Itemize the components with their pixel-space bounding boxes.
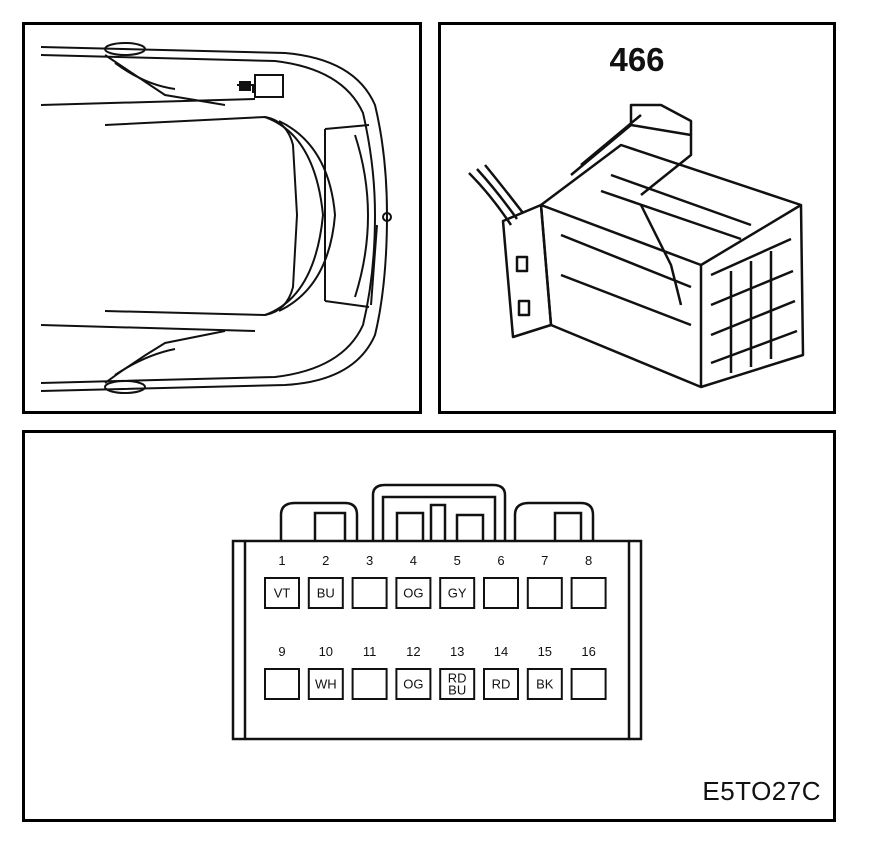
pin-number: 2 xyxy=(322,553,329,568)
figure-code: E5TO27C xyxy=(702,776,821,806)
pin-cavity xyxy=(570,668,607,700)
pin-cavity xyxy=(264,668,300,700)
pin-number: 13 xyxy=(450,644,464,659)
connector-3d-drawing xyxy=(468,103,805,389)
pin-wire-color: VT xyxy=(274,586,291,601)
pin-cavity xyxy=(439,577,476,609)
pin-number: 15 xyxy=(538,644,552,659)
pin-wire-color: BK xyxy=(536,677,554,692)
pin-wire-color: WH xyxy=(315,677,337,692)
pin-cavity xyxy=(483,668,519,700)
pin-cavity xyxy=(483,577,519,609)
pin-wire-color: GY xyxy=(448,586,467,601)
pin-number: 14 xyxy=(494,644,508,659)
pin-cavity xyxy=(395,577,432,609)
vehicle-top-view-drawing xyxy=(40,42,392,394)
pin-cavity xyxy=(351,577,388,609)
pin-cavity xyxy=(264,577,300,609)
pin-number: 16 xyxy=(581,644,595,659)
pin-wire-color: RD xyxy=(492,677,511,692)
pin-number: 12 xyxy=(406,644,420,659)
pin-cavity xyxy=(351,668,388,700)
pin-number: 4 xyxy=(410,553,417,568)
pin-cavity xyxy=(526,668,563,700)
pin-wire-color: BU xyxy=(448,683,466,698)
pin-cavity xyxy=(307,668,344,700)
pin-wire-color: RD xyxy=(448,671,467,686)
pin-number: 3 xyxy=(366,553,373,568)
pin-number: 7 xyxy=(541,553,548,568)
pin-wire-color: BU xyxy=(317,586,335,601)
pin-number: 5 xyxy=(454,553,461,568)
pin-number: 11 xyxy=(363,644,377,659)
vehicle-location-panel xyxy=(22,22,422,414)
pin-wire-color: OG xyxy=(403,586,423,601)
pin-wire-color: OG xyxy=(403,677,423,692)
connector-view-panel: 466 xyxy=(438,22,836,414)
pin-number: 8 xyxy=(585,553,592,568)
pin-cavity xyxy=(526,577,563,609)
pin-cavity xyxy=(439,668,476,700)
connector-number: 466 xyxy=(609,41,665,78)
pin-cavity xyxy=(395,668,432,700)
pin-number: 6 xyxy=(497,553,504,568)
pin-number: 9 xyxy=(278,644,285,659)
pin-cavity xyxy=(570,577,607,609)
pin-number: 1 xyxy=(278,553,285,568)
pin-number: 10 xyxy=(319,644,333,659)
location-marker-icon xyxy=(239,81,251,91)
pin-cavity xyxy=(307,577,344,609)
